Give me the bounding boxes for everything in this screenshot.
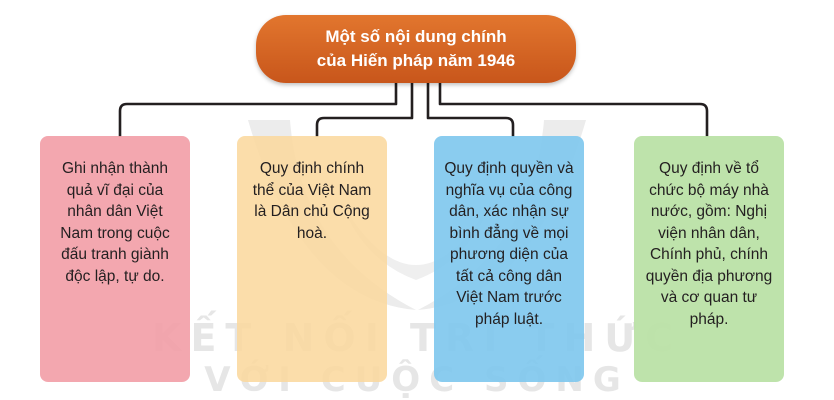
content-box-1: Ghi nhận thành quả vĩ đại của nhân dân V… [40,136,190,382]
connector-box-4 [438,82,709,137]
connector-box-2 [315,82,414,137]
content-box-4: Quy định về tổ chức bộ máy nhà nước, gồm… [634,136,784,382]
connector-box-1 [118,82,398,137]
title-line-1: Một số nội dung chính [325,27,507,46]
connector-box-3 [426,82,515,137]
content-box-2: Quy định chính thể của Việt Nam là Dân c… [237,136,387,382]
content-box-3: Quy định quyền và nghĩa vụ của công dân,… [434,136,584,382]
diagram-title: Một số nội dung chính của Hiến pháp năm … [256,15,576,83]
title-line-2: của Hiến pháp năm 1946 [316,51,516,70]
